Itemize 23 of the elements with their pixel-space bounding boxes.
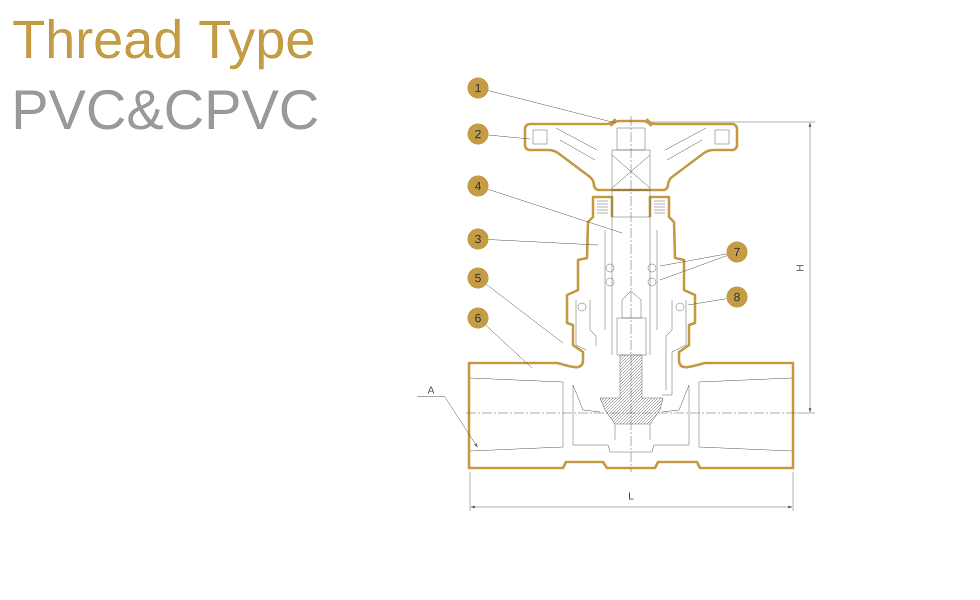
subtitle: PVC&CPVC [16, 90, 318, 130]
callout-number: 1 [468, 78, 488, 98]
leader-line [486, 325, 532, 368]
callout-letter: A [428, 386, 434, 394]
callout-number: 2 [468, 124, 488, 144]
leader-line [417, 396, 478, 448]
leader-line [488, 134, 530, 140]
callout-number: 7 [726, 242, 748, 262]
leader-line [488, 189, 622, 234]
callout-number: 3 [468, 228, 488, 250]
leader-line [486, 284, 564, 344]
callout-number: 4 [468, 176, 488, 196]
callout-number: 6 [468, 308, 488, 328]
callout-number: 5 [468, 268, 488, 288]
title: Thread Type [13, 18, 313, 70]
dimension-label: H [796, 265, 804, 271]
leader-line [660, 254, 727, 266]
dimension-label: L [629, 492, 634, 500]
leader-line [660, 255, 728, 280]
callout-number: 8 [726, 286, 748, 308]
leader-line [488, 239, 598, 246]
leader-line [688, 298, 727, 306]
leader-line [488, 90, 616, 124]
